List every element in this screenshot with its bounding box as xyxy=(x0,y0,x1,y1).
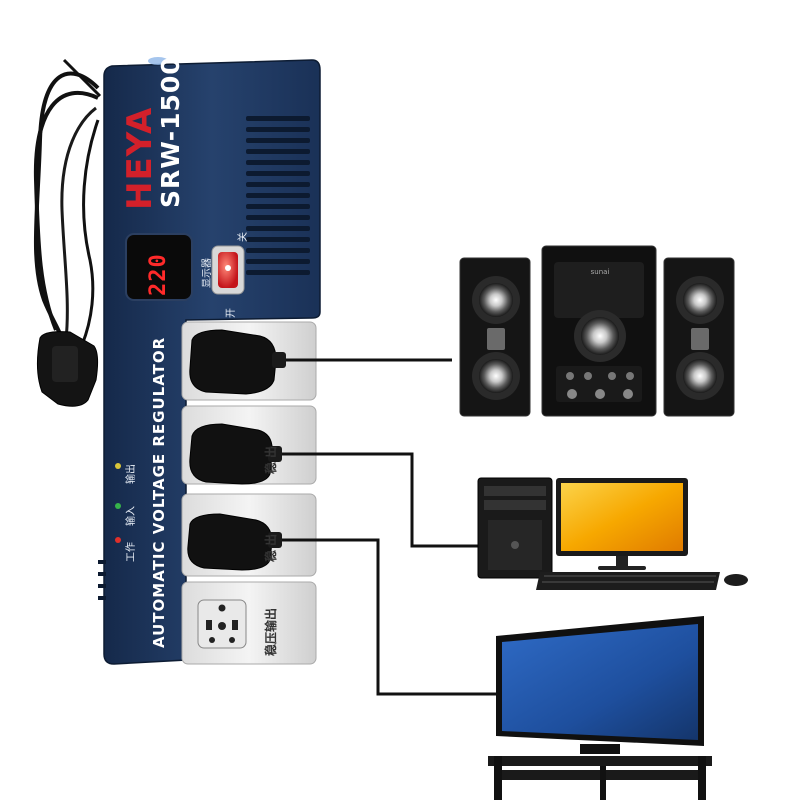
switch-off-label: 关 xyxy=(238,232,249,242)
mouse-icon xyxy=(724,574,748,586)
keyboard xyxy=(536,572,720,590)
tv-stand xyxy=(488,756,712,800)
television xyxy=(488,616,712,800)
vent-grille xyxy=(246,116,310,275)
indicator-work-label: 工作 xyxy=(126,542,137,562)
switch-on-label: 开 xyxy=(226,308,237,318)
universal-socket-icon xyxy=(197,599,247,649)
power-cord xyxy=(33,58,102,346)
indicator-output-label: 输出 xyxy=(126,464,137,484)
subwoofer xyxy=(541,245,657,417)
input-led-icon xyxy=(115,503,121,509)
right-speaker xyxy=(663,257,735,417)
voltage-regulator xyxy=(98,57,321,665)
plug-1 xyxy=(189,329,286,395)
speaker-brand: sunai xyxy=(591,268,610,276)
voltage-display xyxy=(125,233,193,301)
display-value: 220 xyxy=(146,253,171,296)
pc-monitor xyxy=(556,478,688,570)
plug-3 xyxy=(187,513,282,571)
work-led-icon xyxy=(115,537,121,543)
product-label: AUTOMATIC VOLTAGE REGULATOR xyxy=(150,336,168,648)
monitor-screen xyxy=(561,483,683,551)
brand-logo-text: HEYA xyxy=(120,106,160,210)
speaker-system: sunai xyxy=(459,245,735,417)
indicator-input-label: 输入 xyxy=(126,506,137,526)
side-vents xyxy=(98,560,106,600)
socket-4-label: 稳压输出 xyxy=(264,607,278,656)
pc-tower xyxy=(477,477,553,579)
display-label: 显示器 xyxy=(202,258,213,288)
left-speaker xyxy=(459,257,531,417)
power-plug xyxy=(36,331,99,407)
power-switch-mark-icon xyxy=(225,265,231,271)
plug-2 xyxy=(189,423,282,485)
socket-3-label: 稳 出 xyxy=(264,533,278,562)
cables xyxy=(282,358,496,696)
socket-2-label: 稳 出 xyxy=(264,445,278,474)
desktop-computer xyxy=(477,477,748,590)
tv-screen xyxy=(502,624,698,740)
output-led-icon xyxy=(115,463,121,469)
model-number: SRW-1500 xyxy=(156,56,185,208)
